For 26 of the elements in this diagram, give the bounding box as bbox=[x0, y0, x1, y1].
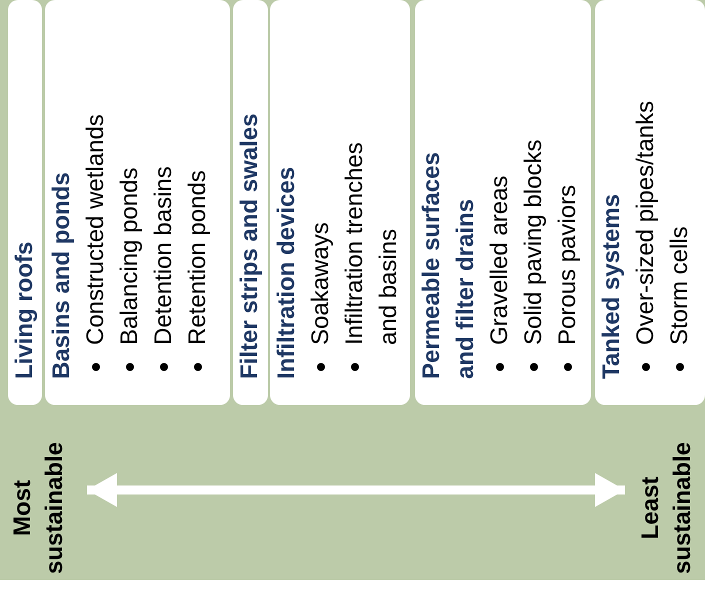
bullet-item: Over-sized pipes/tanks bbox=[632, 100, 659, 345]
bullet-item: Balancing ponds bbox=[116, 168, 143, 345]
category-heading: Living roofs bbox=[10, 240, 39, 379]
bullet-item: Retention ponds bbox=[184, 170, 211, 345]
category-card bbox=[8, 0, 42, 405]
category-heading: Infiltration devices bbox=[272, 166, 301, 379]
bullet-item: Solid paving blocks bbox=[520, 140, 547, 345]
bullet-item: Gravelled areas bbox=[486, 176, 513, 345]
bullet-item: Detention basins bbox=[150, 166, 177, 345]
scale-label: Most sustainable bbox=[7, 433, 77, 580]
category-heading: Tanked systems bbox=[597, 193, 626, 379]
double-arrow bbox=[87, 473, 625, 507]
category-heading: Basins and ponds bbox=[47, 171, 76, 379]
category-card bbox=[45, 0, 230, 405]
category-card bbox=[233, 0, 268, 405]
bullet-item: Constructed wetlands bbox=[82, 114, 109, 345]
bullet-item: Soakaways bbox=[307, 222, 334, 345]
bullet-item: Porous paviors bbox=[554, 184, 581, 345]
bullet-item: Storm cells bbox=[666, 226, 693, 345]
category-card bbox=[595, 0, 705, 405]
category-card bbox=[415, 0, 591, 405]
category-card bbox=[270, 0, 410, 405]
category-heading: Filter strips and swales bbox=[235, 112, 264, 379]
category-heading: Permeable surfaces and filter drains bbox=[417, 151, 480, 379]
bullet-item: Infiltration trenches and basins bbox=[341, 142, 402, 345]
scale-label: Least sustainable bbox=[635, 433, 705, 580]
